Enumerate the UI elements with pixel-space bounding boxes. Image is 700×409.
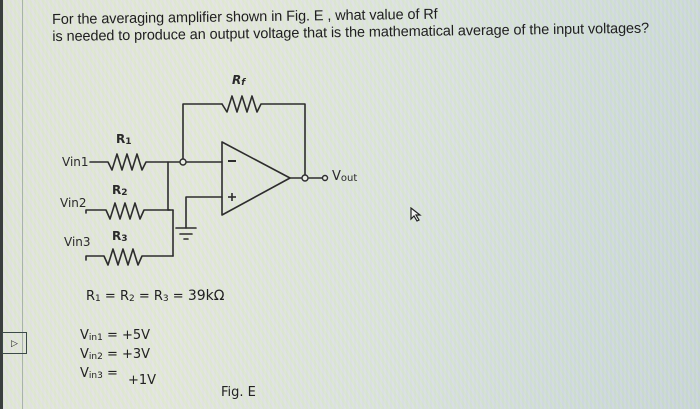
expand-panel-button[interactable]: ▷ (2, 332, 27, 354)
sidebar-divider (22, 0, 23, 409)
output-node (301, 174, 309, 182)
vin2-value: Vin2 = +3V (80, 347, 151, 362)
vout-label: Vout (332, 169, 358, 184)
feedback-wire (182, 103, 223, 161)
vin1-value: Vin1 = +5V (80, 328, 151, 343)
vin3-label: Vin3 (64, 235, 91, 249)
r2-label: R2 (112, 183, 128, 198)
r2-resistor (85, 202, 171, 220)
play-triangle-icon: ▷ (11, 337, 18, 348)
junction-node (179, 158, 187, 166)
op-amp (221, 141, 291, 216)
ground-wire (185, 196, 223, 229)
vin1-label: Vin1 (62, 155, 89, 169)
r3-label: R3 (112, 229, 128, 244)
r3-resistor (85, 248, 174, 266)
rf-label: Rf (232, 73, 246, 88)
vout-terminal (321, 174, 329, 182)
mouse-pointer-icon (410, 207, 422, 222)
screen-bezel-edge (0, 0, 3, 409)
r1-resistor (89, 153, 184, 171)
vin2-label: Vin2 (60, 196, 87, 210)
rf-resistor (221, 95, 306, 177)
resistor-values: R1 = R2 = R3 = 39kΩ (86, 288, 225, 304)
vin3-value: Vin3 = +1V (80, 366, 157, 388)
r1-label: R1 (116, 132, 132, 147)
figure-caption: Fig. E (221, 385, 256, 400)
